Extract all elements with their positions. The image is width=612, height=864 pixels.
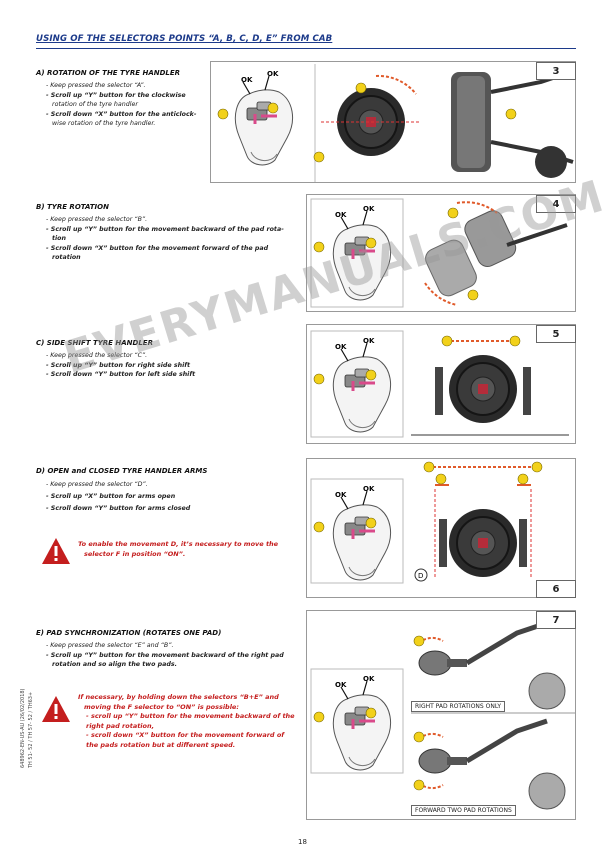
figure-3-illustration: OK OK — [217, 64, 574, 182]
section-a-line: - Scroll down “X” button for the anticlo… — [46, 110, 197, 118]
figure-7-illustration: OK OK — [310, 620, 575, 810]
section-d-text: - Keep pressed the selector “D”. - Scrol… — [46, 480, 246, 514]
warning-icon — [42, 696, 70, 722]
section-a-line: wise rotation of the tyre handler. — [52, 120, 156, 128]
footer-code: 648962-EN-US-AU (26/02/2018) — [20, 688, 26, 768]
section-c-heading: C) SIDE SHIFT TYRE HANDLER — [36, 339, 153, 347]
caption-two-pad: FORWARD TWO PAD ROTATIONS — [411, 805, 516, 816]
svg-text:OK: OK — [267, 70, 279, 78]
warning-line: - scroll up “Y” button for the movement … — [86, 712, 295, 721]
section-e-line: - Scroll up “Y” button for the movement … — [46, 651, 284, 659]
warning-line: the pads rotation but at different speed… — [86, 740, 236, 749]
page-title: USING OF THE SELECTORS POINTS “A, B, C, … — [36, 34, 333, 44]
section-c-line: - Scroll up “Y” button for right side sh… — [46, 361, 191, 369]
section-a-line: - Scroll up “Y” button for the clockwise — [46, 91, 186, 99]
section-c-text: - Keep pressed the selector “C”. - Scrol… — [46, 351, 286, 380]
svg-text:OK: OK — [363, 205, 375, 213]
section-e-text: - Keep pressed the selector “E” and “B”.… — [46, 641, 308, 670]
figure-3-box: 3 OK OK — [210, 61, 576, 183]
section-a-line: rotation of the tyre handler — [52, 101, 138, 109]
section-d-line: - Keep pressed the selector “D”. — [46, 481, 148, 488]
svg-text:OK: OK — [335, 491, 347, 499]
svg-text:OK: OK — [363, 675, 375, 683]
section-d-heading: D) OPEN and CLOSED TYRE HANDLER ARMS — [36, 467, 208, 475]
footer-models: TH 51- 52 / TH 57- 52 / TH63+ — [28, 691, 34, 768]
section-b-line: rotation — [52, 254, 81, 262]
warning-line: - scroll down “X” button for the movemen… — [86, 731, 285, 740]
section-b-line: - Scroll up “Y” button for the movement … — [46, 225, 284, 233]
figure-6-illustration: OK OK D — [310, 461, 543, 584]
svg-text:OK: OK — [363, 485, 375, 493]
section-a-heading: A) ROTATION OF THE TYRE HANDLER — [36, 69, 181, 77]
figure-4-illustration: OK OK — [310, 198, 568, 308]
section-d-line: - Scroll down “Y” button for arms closed — [46, 505, 191, 513]
section-c-line: - Scroll down “Y” button for left side s… — [46, 371, 196, 379]
svg-text:OK: OK — [335, 681, 347, 689]
figure-number: 4 — [536, 195, 576, 213]
warning-line: right pad rotation, — [86, 721, 155, 730]
warning-icon — [42, 538, 70, 564]
svg-text:OK: OK — [241, 76, 253, 84]
svg-text:OK: OK — [335, 343, 347, 351]
figure-4-box: 4 OK OK — [306, 194, 576, 312]
section-d-line: - Scroll up “X” button for arms open — [46, 492, 176, 500]
section-e-heading: E) PAD SYNCHRONIZATION (ROTATES ONE PAD) — [36, 629, 222, 637]
warning-line: moving the F selector to “ON” is possibl… — [84, 702, 239, 711]
warning-line: selector F in position “ON”. — [84, 549, 186, 558]
figure-5-box: 5 OK OK — [306, 324, 576, 444]
section-b-line: - Keep pressed the selector “B”. — [46, 216, 148, 223]
warning-line: If necessary, by holding down the select… — [78, 693, 279, 701]
section-c-line: - Keep pressed the selector “C”. — [46, 352, 148, 359]
warning-line: To enable the movement D, it’s necessary… — [78, 540, 279, 548]
svg-text:OK: OK — [363, 337, 375, 345]
figure-number: 6 — [536, 580, 576, 598]
figure-7-box: 7 OK OK RIGHT PAD ROTATIONS ONLY FORWARD… — [306, 610, 576, 820]
section-d-warning: To enable the movement D, it’s necessary… — [78, 540, 308, 559]
section-a-line: - Keep pressed the selector “A”. — [46, 82, 146, 89]
caption-right-pad: RIGHT PAD ROTATIONS ONLY — [411, 701, 506, 712]
section-e-line: - Keep pressed the selector “E” and “B”. — [46, 642, 174, 649]
section-e-warning: If necessary, by holding down the select… — [78, 693, 314, 751]
section-b-heading: B) TYRE ROTATION — [36, 203, 109, 211]
section-b-text: - Keep pressed the selector “B”. - Scrol… — [46, 215, 306, 263]
section-e-line: rotation and so align the two pads. — [52, 661, 178, 669]
figure-number: 5 — [536, 325, 576, 343]
page-number: 18 — [298, 838, 307, 846]
section-b-line: - Scroll down “X” button for the movemen… — [46, 244, 269, 252]
figure-6-box: 6 OK OK D — [306, 458, 576, 598]
figure-5-illustration: OK OK — [310, 330, 569, 438]
section-a-text: - Keep pressed the selector “A”. - Scrol… — [46, 81, 206, 129]
figure-number: 3 — [536, 62, 576, 80]
figure-6-label: D — [418, 572, 423, 580]
figure-number: 7 — [536, 611, 576, 629]
title-rule — [36, 48, 576, 49]
section-b-line: tion — [52, 235, 66, 243]
svg-text:OK: OK — [335, 211, 347, 219]
